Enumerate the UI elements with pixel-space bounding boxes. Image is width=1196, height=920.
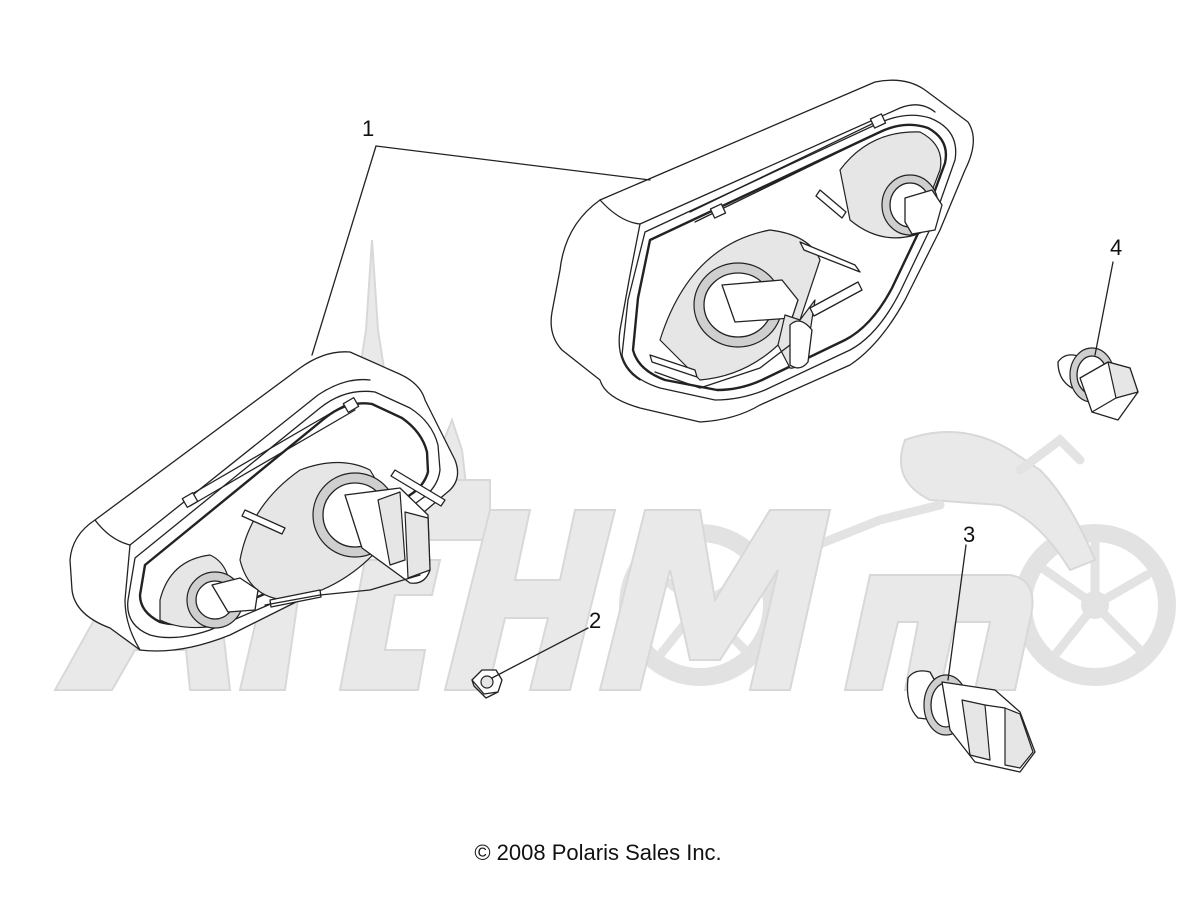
tail-light-assembly-upper: [550, 79, 974, 423]
copyright-text: © 2008 Polaris Sales Inc.: [474, 840, 722, 865]
bulb-socket-part: [906, 670, 1036, 773]
callout-label-1: 1: [362, 116, 375, 141]
callout-label-4: 4: [1110, 235, 1123, 260]
tail-light-assembly-lower: [69, 351, 459, 652]
leader-line-3: [947, 544, 967, 681]
callout-label-3: 3: [963, 522, 976, 547]
leader-line-2: [491, 627, 589, 679]
leader-line-4: [1094, 261, 1114, 356]
small-socket-part: [1057, 347, 1139, 421]
leader-line-1b: [311, 145, 377, 356]
leader-line-1a: [375, 145, 651, 181]
leader-lines: [311, 145, 1114, 681]
callout-label-2: 2: [589, 608, 602, 633]
